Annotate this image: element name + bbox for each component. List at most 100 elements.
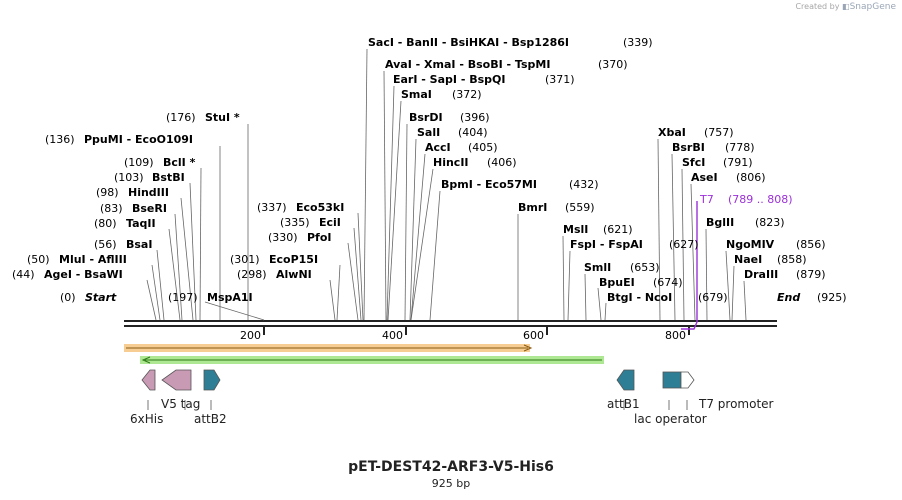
feature-labels: 6xHis V5 tag attB2 attB1 lac operator T7… <box>130 397 774 426</box>
site-name: EarI - SapI - BspQI <box>393 73 505 86</box>
site-name: BpmI - Eco57MI <box>441 178 537 191</box>
feature-label: V5 tag <box>161 397 200 411</box>
site-name: FspI - FspAI <box>570 238 643 251</box>
site-avaI[interactable]: AvaI - XmaI - BsoBI - TspMI(370) <box>385 58 628 71</box>
site-name: EcoP15I <box>269 253 318 266</box>
site-name: NgoMIV <box>726 238 775 251</box>
site-name: PpuMI - EcoO109I <box>84 133 193 146</box>
site-pos: (80) <box>94 217 117 230</box>
site-name: BmrI <box>518 201 547 214</box>
site-sacI[interactable]: SacI - BanII - BsiHKAI - Bsp1286I (339) <box>368 36 653 49</box>
site-pfoI[interactable]: (330) PfoI <box>268 231 332 244</box>
site-hincII[interactable]: HincII(406) <box>433 156 517 169</box>
site-draIII[interactable]: DraIII (879) <box>744 268 826 281</box>
site-pos: (176) <box>166 111 196 124</box>
site-pos: (50) <box>27 253 50 266</box>
site-mslI[interactable]: MslI(621) <box>563 223 633 236</box>
site-name: AgeI - BsaWI <box>44 268 123 281</box>
site-fspI[interactable]: FspI - FspAI(627) <box>570 238 699 251</box>
plasmid-length: 925 bp <box>431 477 471 490</box>
site-ngoMIV[interactable]: NgoMIV (856) <box>726 238 826 251</box>
site-pos: (559) <box>565 201 595 214</box>
site-pos: (405) <box>468 141 498 154</box>
site-ageI[interactable]: (44)AgeI - BsaWI <box>12 268 123 281</box>
site-sfcI[interactable]: SfcI(791) <box>682 156 753 169</box>
site-name: SmlI <box>584 261 611 274</box>
plasmid-name: pET-DEST42-ARF3-V5-His6 <box>348 459 554 475</box>
site-pos: (791) <box>723 156 753 169</box>
site-xbaI[interactable]: XbaI(757) <box>658 126 734 139</box>
site-smlI[interactable]: SmlI(653) <box>584 261 660 274</box>
site-pos: (879) <box>796 268 826 281</box>
site-salI[interactable]: SalI (404) <box>417 126 488 139</box>
site-bpuEI[interactable]: BpuEI(674) <box>599 276 683 289</box>
site-eco53kI[interactable]: (337)Eco53kI <box>257 201 344 214</box>
site-name: AccI <box>425 141 451 154</box>
site-earI[interactable]: EarI - SapI - BspQI(371) <box>393 73 575 86</box>
feature-label: lac operator <box>634 412 707 426</box>
site-name: DraIII <box>744 268 778 281</box>
site-name: AlwNI <box>276 268 312 281</box>
site-name: StuI * <box>205 111 240 124</box>
site-pos: (404) <box>458 126 488 139</box>
feature-6xhis[interactable] <box>141 369 156 410</box>
site-aseI[interactable]: AseI(806) <box>691 171 766 184</box>
site-name: PfoI <box>307 231 332 244</box>
feature-attb1[interactable] <box>616 369 635 410</box>
orf-orange[interactable] <box>124 344 533 352</box>
primer-t7[interactable]: T7 (789 .. 808) <box>681 193 793 330</box>
site-name: XbaI <box>658 126 686 139</box>
site-pos: (330) <box>268 231 298 244</box>
site-bsaI[interactable]: (56)BsaI <box>94 238 152 251</box>
site-pos: (339) <box>623 36 653 49</box>
site-leader-lines <box>146 48 747 321</box>
site-name: BsrBI <box>672 141 705 154</box>
site-taqII[interactable]: (80) TaqII <box>94 217 156 230</box>
site-smaI[interactable]: SmaI(372) <box>401 88 482 101</box>
site-pos: (856) <box>796 238 826 251</box>
site-name: SalI <box>417 126 440 139</box>
site-mluI[interactable]: (50)MluI - AflIII <box>27 253 127 266</box>
site-bsrDI[interactable]: BsrDI(396) <box>409 111 490 124</box>
site-accI[interactable]: AccI (405) <box>425 141 498 154</box>
site-name: AvaI - XmaI - BsoBI - TspMI <box>385 58 550 71</box>
site-stuI[interactable]: (176) StuI * <box>166 111 240 124</box>
tick-label: 600 <box>523 329 544 342</box>
site-mspA1I[interactable]: (197)MspA1I <box>168 291 253 304</box>
site-alwNI[interactable]: (298) AlwNI <box>237 268 312 281</box>
site-pos: (136) <box>45 133 75 146</box>
feature-lac-operator[interactable] <box>662 371 682 410</box>
tick-label: 800 <box>665 329 686 342</box>
site-name: TaqII <box>126 217 156 230</box>
feature-t7-promoter[interactable] <box>680 371 695 410</box>
feature-attb2[interactable] <box>203 369 221 410</box>
site-bseRI[interactable]: (83)BseRI <box>100 202 167 215</box>
site-bmrI[interactable]: BmrI (559) <box>518 201 595 214</box>
site-btgI[interactable]: BtgI - NcoI(679) <box>607 291 728 304</box>
site-bpmI[interactable]: BpmI - Eco57MI(432) <box>441 178 599 191</box>
scale: 200 400 600 800 <box>240 327 690 342</box>
site-bclI[interactable]: (109)BclI * <box>124 156 196 169</box>
orf-green[interactable] <box>140 356 604 364</box>
site-naeI[interactable]: NaeI(858) <box>734 253 807 266</box>
site-bstBI[interactable]: (103)BstBI <box>114 171 185 184</box>
site-pos: (298) <box>237 268 267 281</box>
site-ppuMI[interactable]: (136) PpuMI - EcoO109I <box>45 133 193 146</box>
site-name: HindIII <box>128 186 169 199</box>
site-bsrBI[interactable]: BsrBI(778) <box>672 141 755 154</box>
site-eciI[interactable]: (335)EciI <box>280 216 341 229</box>
site-pos: (103) <box>114 171 144 184</box>
site-pos: (372) <box>452 88 482 101</box>
site-hindIII[interactable]: (98)HindIII <box>96 186 169 199</box>
site-name: BpuEI <box>599 276 635 289</box>
credit-brand: SnapGene <box>849 2 896 12</box>
site-name: SacI - BanII - BsiHKAI - Bsp1286I <box>368 36 569 49</box>
primer-range: (789 .. 808) <box>728 193 793 206</box>
credit-prefix: Created by <box>795 2 840 11</box>
site-labels: (44)AgeI - BsaWI (50)MluI - AflIII (56)B… <box>12 36 826 304</box>
feature-v5-tag[interactable] <box>161 369 192 410</box>
site-ecoP15I[interactable]: (301)EcoP15I <box>230 253 318 266</box>
site-bglII[interactable]: BglII(823) <box>706 216 785 229</box>
end-label: End <box>777 291 800 304</box>
